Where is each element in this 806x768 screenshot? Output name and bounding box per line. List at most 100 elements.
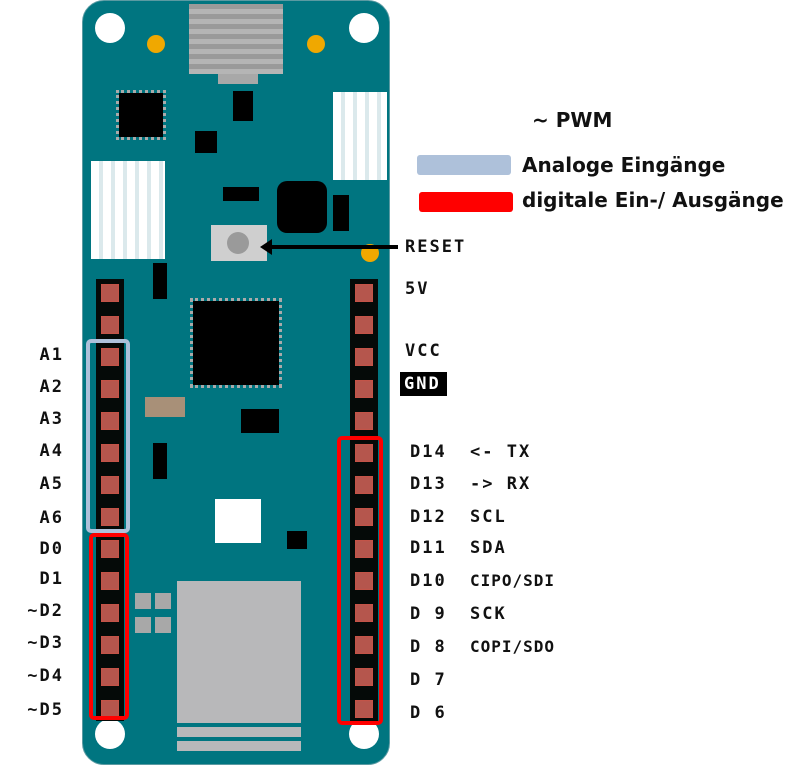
- digital-pins-highlight-right: [337, 436, 383, 725]
- legend-analog-label: Analoge Eingänge: [522, 153, 726, 177]
- pin-label-d0: D0: [39, 539, 64, 559]
- pin-label-gnd: GND: [400, 372, 447, 396]
- legend-analog-swatch: [417, 155, 511, 175]
- header-pin: [101, 444, 119, 462]
- header-pin: [355, 604, 373, 622]
- usb-connector: [189, 4, 283, 74]
- header-pin: [101, 476, 119, 494]
- pin-label-a2: A2: [39, 377, 64, 397]
- led-icon: [147, 35, 165, 53]
- inductor: [277, 181, 327, 233]
- crystal: [145, 397, 185, 417]
- pin-label-d10: D10: [410, 571, 447, 591]
- mounting-hole: [349, 13, 379, 43]
- chip-small: [195, 131, 217, 153]
- header-pin: [101, 508, 119, 526]
- header-pin: [101, 700, 119, 718]
- usb-pins: [218, 74, 258, 84]
- component: [223, 187, 259, 201]
- header-pin: [355, 348, 373, 366]
- header-pin: [101, 636, 119, 654]
- pin-function-label: SDA: [470, 538, 507, 558]
- transistor: [153, 443, 167, 479]
- pin-label-d4: ~D4: [27, 666, 64, 686]
- header-pin: [101, 412, 119, 430]
- pin-function-label: SCK: [470, 604, 507, 624]
- header-pin: [355, 412, 373, 430]
- pin-label-d12: D12: [410, 507, 447, 527]
- connector-block: [333, 92, 387, 180]
- header-pin: [355, 284, 373, 302]
- pin-label-d7: D 7: [410, 670, 447, 690]
- pin-label-d2: ~D2: [27, 601, 64, 621]
- pad: [135, 593, 151, 609]
- diode: [333, 195, 349, 231]
- legend-pwm: ~ PWM: [532, 108, 613, 132]
- chip-small: [287, 531, 307, 549]
- arrow-left-icon: [260, 239, 272, 255]
- header-pin: [355, 508, 373, 526]
- transistor: [153, 263, 167, 299]
- header-pin: [355, 540, 373, 558]
- header-pin: [101, 572, 119, 590]
- reset-button[interactable]: [211, 225, 267, 261]
- led-icon: [307, 35, 325, 53]
- pin-function-label: -> RX: [470, 474, 532, 494]
- pin-function-label: SCL: [470, 507, 507, 527]
- pin-label-a4: A4: [39, 441, 64, 461]
- reset-button-cap: [227, 232, 249, 254]
- arduino-board: [82, 0, 390, 765]
- pad: [135, 617, 151, 633]
- connector-block: [91, 161, 165, 259]
- header-pin: [101, 540, 119, 558]
- antenna: [177, 713, 301, 753]
- chip-small: [241, 409, 279, 433]
- header-pin: [101, 284, 119, 302]
- chip-small: [116, 90, 166, 140]
- header-pin: [101, 380, 119, 398]
- pin-label-d3: ~D3: [27, 633, 64, 653]
- pin-label-d1: D1: [39, 569, 64, 589]
- header-pin: [355, 444, 373, 462]
- pad: [155, 617, 171, 633]
- pin-label-d6: D 6: [410, 703, 447, 723]
- pin-label-a3: A3: [39, 409, 64, 429]
- pin-function-label: <- TX: [470, 442, 532, 462]
- pin-label-d5: ~D5: [27, 700, 64, 720]
- left-pin-header: [96, 279, 124, 721]
- legend-digital-swatch: [419, 192, 513, 212]
- header-pin: [355, 700, 373, 718]
- mounting-hole: [95, 719, 125, 749]
- pin-label-vcc: VCC: [405, 341, 442, 361]
- reset-label: RESET: [405, 237, 467, 257]
- legend-digital-label: digitale Ein-/ Ausgänge: [522, 188, 784, 212]
- wifi-module: [177, 581, 301, 713]
- pin-label-5v: 5V: [405, 279, 430, 299]
- pin-label-d11: D11: [410, 538, 447, 558]
- header-pin: [101, 316, 119, 334]
- header-pin: [101, 604, 119, 622]
- header-pin: [355, 476, 373, 494]
- pin-label-d13: D13: [410, 474, 447, 494]
- pin-label-d8: D 8: [410, 637, 447, 657]
- header-pin: [355, 316, 373, 334]
- microcontroller: [190, 298, 282, 388]
- header-pin: [355, 380, 373, 398]
- header-pin: [355, 668, 373, 686]
- digital-pins-highlight-left: [89, 533, 129, 720]
- pin-label-a6: A6: [39, 508, 64, 528]
- pad: [155, 593, 171, 609]
- pin-label-a5: A5: [39, 474, 64, 494]
- reset-arrow-line: [270, 245, 398, 249]
- header-pin: [101, 348, 119, 366]
- mounting-hole: [95, 13, 125, 43]
- analog-pins-highlight: [86, 339, 130, 533]
- right-pin-header: [350, 279, 378, 721]
- transistor: [233, 91, 253, 121]
- pin-function-label: COPI/SDO: [470, 637, 556, 656]
- header-pin: [355, 572, 373, 590]
- header-pin: [355, 636, 373, 654]
- pin-label-d14: D14: [410, 442, 447, 462]
- header-pin: [101, 668, 119, 686]
- pin-function-label: CIPO/SDI: [470, 571, 556, 590]
